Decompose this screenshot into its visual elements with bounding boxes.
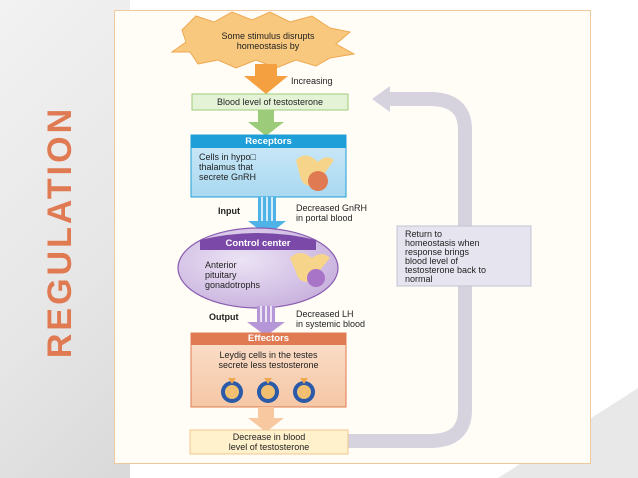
stimulus-line-2: homeostasis by bbox=[236, 41, 300, 51]
receptors-header-bar bbox=[191, 135, 346, 148]
receptors-text-2: thalamus that bbox=[199, 162, 254, 172]
stimulus-line-1: Some stimulus disrupts bbox=[221, 31, 315, 41]
effectors-text-1: Leydig cells in the testes bbox=[219, 350, 318, 360]
control-center-text-2: pituitary bbox=[205, 270, 237, 280]
return-note-box bbox=[396, 225, 532, 287]
output-text-2: in systemic blood bbox=[296, 319, 366, 329]
return-note-line-1: Return to bbox=[405, 229, 443, 239]
return-note-line-3: response brings bbox=[405, 247, 470, 257]
stimulus-burst bbox=[170, 11, 356, 69]
receptors-text-3: secrete GnRH bbox=[199, 172, 257, 182]
control-center-text-1: Anterior bbox=[205, 260, 237, 270]
return-note-line-6: normal bbox=[405, 274, 433, 284]
return-note-line-5: testosterone back to bbox=[405, 265, 487, 275]
output-label: Output bbox=[209, 312, 239, 322]
pituitary-cell-icon bbox=[290, 253, 330, 287]
control-center-header: Control center bbox=[225, 238, 291, 249]
receptors-header: Receptors bbox=[245, 136, 292, 147]
control-center-header-banner bbox=[200, 233, 316, 250]
response-text-2: level of testosterone bbox=[228, 442, 310, 452]
receptors-text-1: Cells in hypo□ bbox=[199, 152, 256, 162]
output-text-1: Decreased LH bbox=[296, 309, 354, 319]
leydig-cells-icon bbox=[221, 378, 315, 403]
response-text-1: Decrease in blood bbox=[232, 432, 306, 442]
effectors-header: Effectors bbox=[247, 333, 290, 344]
input-arrow bbox=[248, 197, 286, 236]
return-note-line-4: blood level of bbox=[405, 256, 459, 266]
input-label: Input bbox=[218, 206, 240, 216]
input-text-1: Decreased GnRH bbox=[296, 203, 368, 213]
response-box bbox=[189, 429, 349, 455]
output-arrow bbox=[247, 306, 285, 336]
input-text-2: in portal blood bbox=[296, 213, 353, 223]
return-note-line-2: homeostasis when bbox=[405, 238, 480, 248]
response-arrow bbox=[248, 407, 284, 432]
effectors-header-bar bbox=[191, 333, 346, 345]
background-left-panel bbox=[0, 0, 130, 478]
effectors-text-2: secrete less testosterone bbox=[218, 360, 319, 370]
increasing-label: Increasing bbox=[291, 76, 333, 86]
control-center-text-3: gonadotrophs bbox=[205, 280, 261, 290]
stimulus-arrow bbox=[244, 64, 288, 94]
green-arrow bbox=[248, 110, 284, 136]
receptor-neuron-icon bbox=[296, 155, 334, 191]
controlled-condition-label: Blood level of testosterone bbox=[216, 97, 324, 107]
